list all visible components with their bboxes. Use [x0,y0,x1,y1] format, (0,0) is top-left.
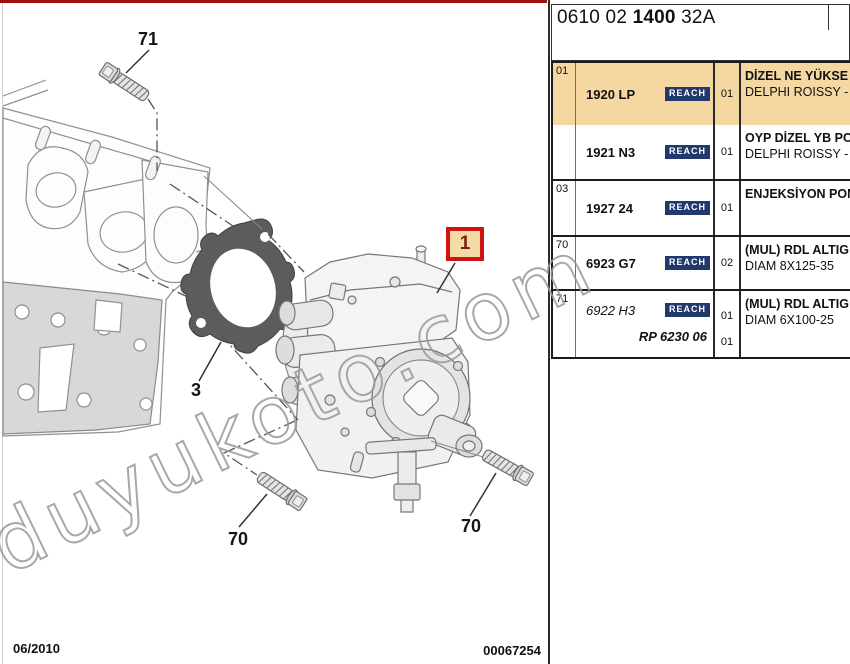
qty-value: 01 [720,310,734,322]
qty-value: 02 [720,257,734,269]
part-number-column: 6922 H3 REACH RP 6230 06 [576,291,715,357]
part-description: (MUL) RDL ALTIG [745,243,849,257]
page-code-prefix: 0610 02 [557,7,633,28]
part-number: 6923 G7 [586,255,636,271]
part-number: 1921 N3 [586,144,636,160]
bolt-70-right [479,445,536,488]
injection-pump [275,245,483,513]
label-bolt-70-left: 70 [228,529,248,549]
footer-doc-number: 00067254 [483,643,541,658]
part-row[interactable]: 1920 LP REACH [576,63,713,125]
desc-column: ENJEKSİYON POM [741,181,850,235]
ref-cell: 71 [553,291,576,357]
leader-lines [125,49,497,528]
page-code-bold: 1400 [632,7,676,28]
part-number-column: 1927 24 REACH [576,181,715,235]
part-group-71: 71 6922 H3 REACH RP 6230 06 01 01 (MUL) … [553,291,850,357]
part-number: 1927 24 [586,200,633,216]
part-number-column: 6923 G7 REACH [576,237,715,289]
page-code: 0610 02 1400 32A [557,7,716,29]
qty-column: 01 01 [715,291,741,357]
label-gasket-3: 3 [191,380,201,400]
desc-column: (MUL) RDL ALTIG DIAM 6X100-25 [741,291,850,357]
replacement-part-number: RP 6230 06 [638,329,707,344]
desc-column: (MUL) RDL ALTIG DIAM 8X125-35 [741,237,850,289]
part-row[interactable]: 1921 N3 REACH [576,125,713,179]
diagram-pane: 71 3 70 70 1 06/2010 00067254 [0,0,548,664]
part-row[interactable]: 6923 G7 REACH [576,237,713,289]
header-code-divider [828,5,829,30]
part-description: ENJEKSİYON POM [745,187,850,201]
header-empty-box [551,30,850,61]
parts-diagram: 71 3 70 70 [2,29,536,549]
label-bolt-70-right: 70 [461,516,481,536]
reach-badge[interactable]: REACH [664,256,710,270]
callout-1-label: 1 [459,233,471,254]
part-dimension: DIAM 8X125-35 [745,259,834,273]
qty-value: 01 [720,88,734,100]
part-row[interactable]: 1927 24 REACH [576,181,713,235]
part-number-column: 1920 LP REACH 1921 N3 REACH [576,63,715,179]
qty-column: 01 [715,181,741,235]
part-description: (MUL) RDL ALTIG [745,297,849,311]
label-bolt-71: 71 [138,29,158,49]
ref-cell: 70 [553,237,576,289]
part-description: OYP DİZEL YB PO [745,131,850,145]
pump-gasket [180,218,295,354]
reach-badge[interactable]: REACH [664,87,710,101]
pane-divider [548,0,550,664]
part-number: 6922 H3 [586,302,636,318]
part-row[interactable]: 6922 H3 REACH [576,291,713,329]
qty-value: 01 [720,336,734,348]
bolt-70-left [253,468,309,513]
reach-badge[interactable]: REACH [664,303,710,317]
page-code-suffix: 32A [675,7,716,28]
ref-cell: 01 [553,63,576,179]
engine-block [2,79,211,437]
part-group-03: 03 1927 24 REACH 01 ENJEKSİYON POM [553,181,850,237]
parts-table: 01 1920 LP REACH 1921 N3 REACH 01 01 [551,61,850,359]
part-number: 1920 LP [586,86,636,102]
desc-column: DİZEL NE YÜKSE DELPHI ROISSY - OYP DİZEL… [741,63,850,179]
part-group-01: 01 1920 LP REACH 1921 N3 REACH 01 01 [553,63,850,181]
qty-value: 01 [720,202,734,214]
alignment-lines [117,98,305,476]
part-supplier: DELPHI ROISSY - [745,147,849,161]
qty-value: 01 [720,146,734,158]
footer-date: 06/2010 [13,641,60,656]
part-supplier: DELPHI ROISSY - [745,85,849,99]
reach-badge[interactable]: REACH [664,145,710,159]
part-description: DİZEL NE YÜKSE [745,69,849,83]
ref-cell: 03 [553,181,576,235]
red-top-bar [0,0,547,3]
qty-column: 01 01 [715,63,741,179]
bolt-71 [97,60,153,105]
reach-badge[interactable]: REACH [664,201,710,215]
header-code-box: 0610 02 1400 32A [551,4,850,31]
part-dimension: DIAM 6X100-25 [745,313,834,327]
qty-column: 02 [715,237,741,289]
table-pane: 0610 02 1400 32A 01 1920 LP REACH 1921 N [551,0,850,664]
part-group-70: 70 6923 G7 REACH 02 (MUL) RDL ALTIG DIAM… [553,237,850,291]
callout-1[interactable]: 1 [446,227,484,261]
